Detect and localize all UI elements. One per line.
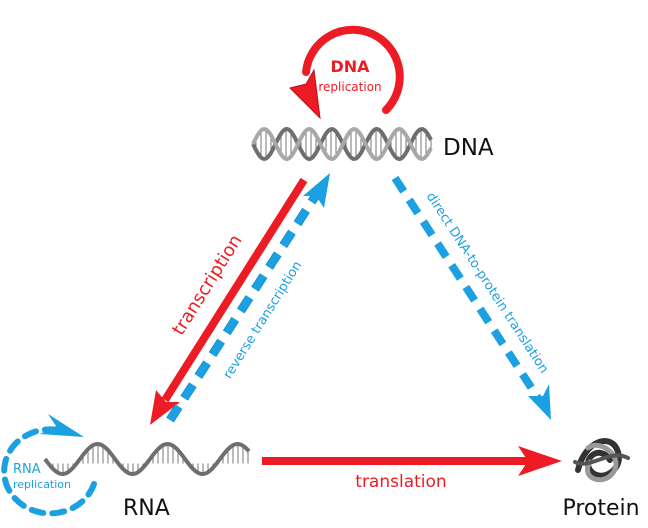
- protein-label: Protein: [562, 496, 639, 521]
- reverse-transcription-arrow: [166, 173, 330, 423]
- dna-replication-label-2: replication: [318, 80, 381, 94]
- rna-replication-arrow: [1, 414, 97, 517]
- dna-replication-arrow: [289, 25, 404, 120]
- rna-helix-icon: [43, 441, 251, 477]
- rna-replication-label-2: replication: [13, 478, 71, 491]
- rna-replication-label-1: RNA: [13, 462, 41, 477]
- direct-translation-label: direct DNA-to-protein translation: [423, 190, 551, 376]
- dna-helix-icon: [251, 126, 433, 162]
- translation-label: translation: [355, 472, 446, 492]
- helix-strand: [43, 441, 251, 477]
- translation-arrow: [262, 446, 562, 476]
- direct-translation-arrow: [391, 175, 551, 420]
- helix-strand: [251, 126, 433, 162]
- rna-label: RNA: [123, 496, 170, 521]
- dna-replication-label-1: DNA: [330, 57, 370, 76]
- dna-label: DNA: [443, 135, 494, 161]
- protein-structure-icon: [573, 438, 630, 483]
- transcription-arrow: [150, 177, 308, 425]
